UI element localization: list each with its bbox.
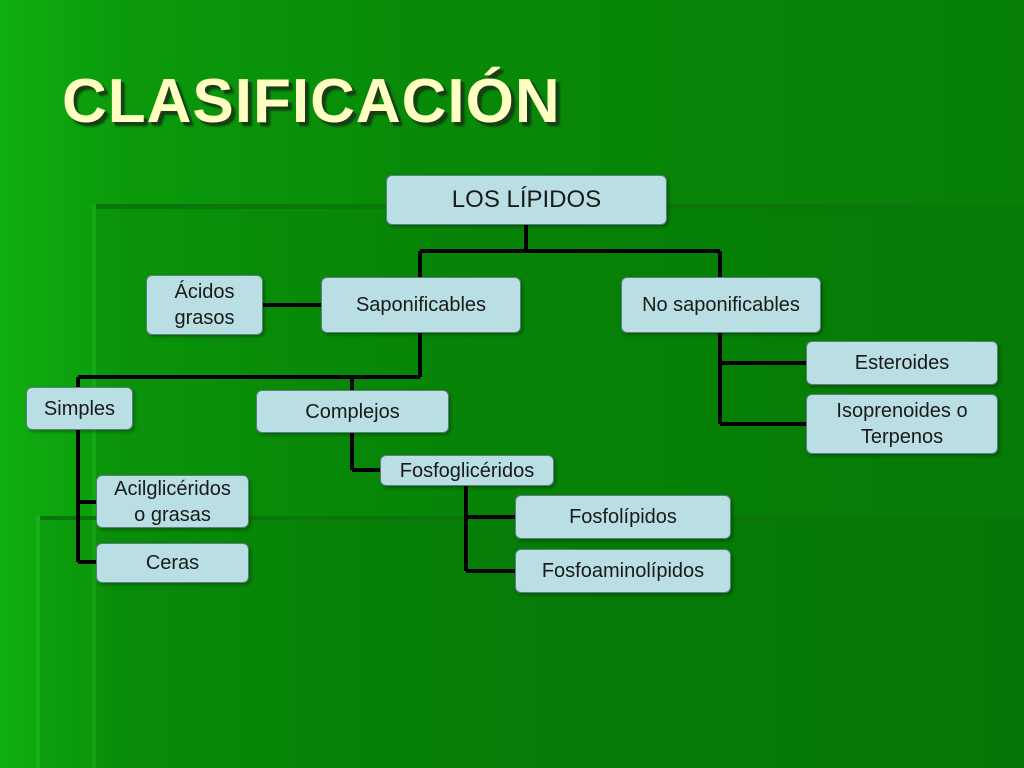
node-acidos-grasos: Ácidos grasos xyxy=(146,275,263,335)
node-fosfolipidos: Fosfolípidos xyxy=(515,495,731,539)
node-fosfoaminolipidos: Fosfoaminolípidos xyxy=(515,549,731,593)
slide-title: CLASIFICACIÓN xyxy=(62,67,561,136)
node-los-lipidos: LOS LÍPIDOS xyxy=(386,175,667,225)
node-saponificables: Saponificables xyxy=(321,277,521,333)
node-complejos: Complejos xyxy=(256,390,449,433)
node-simples: Simples xyxy=(26,387,133,430)
node-acilgliceridos: Acilglicéridos o grasas xyxy=(96,475,249,528)
node-fosfogliceridos: Fosfoglicéridos xyxy=(380,455,554,486)
node-ceras: Ceras xyxy=(96,543,249,583)
node-no-saponificables: No saponificables xyxy=(621,277,821,333)
node-isoprenoides: Isoprenoides o Terpenos xyxy=(806,394,998,454)
node-esteroides: Esteroides xyxy=(806,341,998,385)
